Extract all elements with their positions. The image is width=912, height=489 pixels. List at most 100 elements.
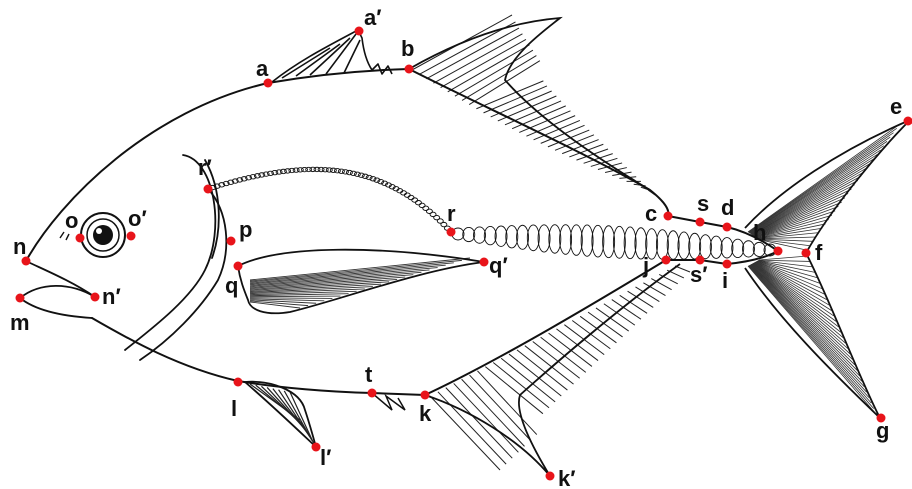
fin-ray xyxy=(505,101,561,125)
lateral-line-pore xyxy=(263,172,269,176)
fin-ray xyxy=(548,130,589,147)
pectoral-ray xyxy=(250,258,470,280)
landmark-a: a xyxy=(256,56,273,88)
lateral-scute xyxy=(538,225,550,252)
lateral-scute xyxy=(581,225,593,256)
caudal-ray xyxy=(753,180,858,235)
lateral-line-pore xyxy=(358,173,364,177)
lateral-line-pore xyxy=(354,172,360,176)
fin-ray xyxy=(501,358,555,402)
pectoral-ray xyxy=(250,296,340,297)
svg-text:k: k xyxy=(419,401,432,426)
svg-text:f: f xyxy=(815,240,823,265)
anal-fin-rays xyxy=(430,266,690,470)
landmark-p: p xyxy=(227,217,253,246)
fin-ray xyxy=(604,304,635,325)
fin-ray xyxy=(509,354,561,396)
dorsal-spine xyxy=(326,34,356,74)
caudal-ray xyxy=(752,264,850,354)
lateral-line-pore xyxy=(423,206,429,210)
caudal-ray xyxy=(753,263,845,343)
landmark-n: n xyxy=(13,234,31,266)
landmark-b: b xyxy=(401,36,414,74)
svg-text:e: e xyxy=(890,94,902,119)
fin-ray xyxy=(659,274,678,283)
svg-text:q′: q′ xyxy=(489,253,508,278)
caudal-ray xyxy=(749,265,869,397)
landmark-m: m xyxy=(10,294,30,336)
caudal-ray xyxy=(748,124,900,232)
svg-text:m: m xyxy=(10,310,30,335)
eye xyxy=(81,213,125,257)
second-dorsal-fin xyxy=(409,18,650,190)
caudal-ray xyxy=(748,266,873,409)
lateral-scute xyxy=(678,232,690,259)
landmark-q: q xyxy=(225,262,243,299)
svg-text:g: g xyxy=(876,418,889,443)
fin-ray xyxy=(462,379,525,446)
svg-text:a′: a′ xyxy=(364,5,382,30)
caudal-fin-upper-rays xyxy=(748,124,900,250)
lateral-scute xyxy=(517,225,529,249)
lateral-scute xyxy=(495,226,507,246)
landmark-g: g xyxy=(876,414,889,444)
svg-text:q: q xyxy=(225,273,238,298)
svg-text:s: s xyxy=(697,191,709,216)
landmark-a-prime: a′ xyxy=(355,5,382,36)
svg-text:h: h xyxy=(753,220,766,245)
lateral-scute xyxy=(474,227,486,243)
svg-text:r′: r′ xyxy=(198,155,212,180)
caudal-ray xyxy=(755,198,845,237)
lateral-scute xyxy=(656,230,668,260)
caudal-fin-upper-lobe xyxy=(745,120,910,253)
fin-ray xyxy=(517,350,567,390)
svg-text:l: l xyxy=(231,396,237,421)
caudal-ray xyxy=(750,150,880,234)
caudal-ray xyxy=(750,265,867,392)
svg-text:l′: l′ xyxy=(320,445,331,470)
body-ventral-profile xyxy=(92,318,425,395)
caudal-ray xyxy=(752,264,853,360)
landmark-q-prime: q′ xyxy=(480,253,508,278)
lateral-scute xyxy=(549,225,561,254)
svg-text:i: i xyxy=(722,268,728,293)
caudal-ray xyxy=(748,128,896,232)
caudal-ray xyxy=(751,264,854,365)
lateral-scute xyxy=(710,236,722,258)
lateral-scute xyxy=(560,225,572,255)
lateral-scute xyxy=(732,239,744,257)
svg-text:o: o xyxy=(65,208,78,233)
anal-fin xyxy=(425,264,680,476)
svg-text:o′: o′ xyxy=(128,206,147,231)
svg-text:k′: k′ xyxy=(558,466,576,489)
landmark-o-prime: o′ xyxy=(127,206,147,241)
svg-text:r: r xyxy=(447,201,456,226)
lateral-scute xyxy=(484,226,496,244)
fin-ray xyxy=(533,341,580,378)
landmark-i: i xyxy=(722,260,732,294)
preopercle-line xyxy=(125,155,215,350)
fin-ray xyxy=(433,34,522,83)
fin-ray xyxy=(588,312,623,337)
caudal-ray xyxy=(751,159,874,234)
pectoral-ray xyxy=(250,265,446,283)
fin-ray xyxy=(512,106,566,129)
svg-text:p: p xyxy=(239,217,252,242)
caudal-ray xyxy=(751,264,857,370)
pectoral-ray xyxy=(250,298,332,299)
caudal-ray xyxy=(750,146,884,234)
svg-text:t: t xyxy=(365,362,373,387)
landmark-r: r xyxy=(447,201,457,237)
landmark-s: s xyxy=(696,191,710,227)
caudal-ray xyxy=(750,265,864,387)
dorsal-spine xyxy=(344,40,360,73)
lateral-scute xyxy=(603,226,615,258)
lateral-line-pore xyxy=(370,177,376,181)
svg-text:j: j xyxy=(642,253,649,278)
lower-jaw xyxy=(20,298,92,318)
lateral-line-pore xyxy=(419,203,425,207)
lateral-line-pore xyxy=(362,174,368,178)
lateral-line-pore xyxy=(366,175,372,179)
fin-ray xyxy=(651,279,671,290)
